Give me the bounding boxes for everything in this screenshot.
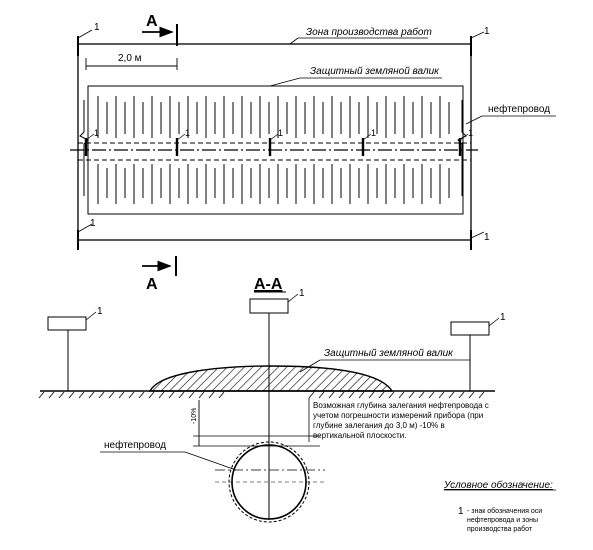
axis-marker: 1 [361, 128, 376, 156]
corner-marker-top-left: 1 [77, 22, 100, 56]
section-berm [148, 365, 394, 392]
svg-text:A: A [146, 276, 158, 293]
axis-marker: 1 [268, 128, 283, 156]
section-berm-label: Защитный земляной валик [324, 348, 454, 359]
work-zone-label: Зона производства работ [306, 26, 432, 38]
dimension-label: 2,0 м [118, 53, 142, 64]
marker-sign-left: 1 [47, 306, 103, 391]
section-title: А-А [254, 276, 283, 293]
plan-berm-label: Защитный земляной валик [310, 66, 440, 77]
corner-marker-top-right: 1 [470, 26, 490, 56]
depth-note-line: учетом погрешности измерений прибора (пр… [313, 411, 483, 420]
section-pipeline-label: нефтепровод [104, 439, 166, 451]
legend-text-line: нефтепровода и зоны [467, 517, 538, 524]
axis-marker: 1 [458, 128, 473, 156]
break-mark-right [457, 100, 467, 196]
marker-number: 1 [278, 128, 283, 138]
legend: Условное обозначение: 1 - знак обозначен… [443, 479, 556, 533]
work-zone-callout: Зона производства работ [258, 26, 432, 45]
depth-note-line: Возможная глубина залегания нефтепровода… [313, 401, 489, 410]
axis-marker: 1 [84, 128, 99, 156]
section-berm-callout: Защитный земляной валик [299, 348, 470, 373]
corner-marker-bottom-right: 1 [470, 230, 490, 250]
plan-view: 1 1 1 1 1 1 1 1 1 A [70, 13, 556, 293]
berm-callout: Защитный земляной валик [269, 66, 442, 87]
svg-text:1: 1 [299, 288, 305, 299]
axis-marker-group: 1 1 1 1 1 [84, 128, 473, 156]
ground-hatching [38, 391, 485, 399]
section-pipeline-callout: нефтепровод [100, 439, 237, 471]
berm-hatching [97, 96, 450, 204]
marker-sign-center: 1 [249, 288, 305, 520]
legend-text-line: производства работ [467, 525, 533, 533]
marker-sign-right: 1 [450, 312, 506, 391]
break-mark-left [79, 100, 89, 196]
section-view: А-А 1 1 1 [38, 276, 506, 523]
marker-number: 1 [185, 128, 190, 138]
legend-symbol: 1 [458, 506, 464, 517]
legend-text-line: - знак обозначения оси [467, 507, 542, 515]
depth-note: Возможная глубина залегания нефтепровода… [308, 398, 489, 442]
section-mark-top: A [142, 13, 178, 46]
svg-text:1: 1 [97, 306, 103, 317]
depth-note-line: глубине залегания до 3,0 м) -10% в [313, 421, 445, 430]
section-mark-bottom: A [142, 256, 177, 293]
depth-note-line: вертикальной плоскости. [313, 431, 406, 440]
tolerance-dimension: -10% [191, 400, 320, 447]
marker-number: 1 [90, 218, 96, 229]
axis-marker: 1 [175, 128, 190, 156]
corner-marker-bottom-left: 1 [77, 218, 96, 250]
spacing-dimension: 2,0 м [85, 53, 178, 70]
marker-number: 1 [484, 232, 490, 243]
marker-number: 1 [468, 128, 473, 138]
marker-number: 1 [94, 128, 99, 138]
legend-title: Условное обозначение: [443, 479, 553, 491]
svg-text:1: 1 [500, 312, 506, 323]
svg-text:A: A [146, 13, 158, 30]
marker-number: 1 [94, 22, 100, 33]
marker-number: 1 [484, 26, 490, 37]
marker-number: 1 [371, 128, 376, 138]
plan-pipeline-label: нефтепровод [488, 103, 550, 115]
tolerance-label: -10% [191, 408, 198, 424]
plan-pipeline-callout: нефтепровод [465, 103, 556, 125]
